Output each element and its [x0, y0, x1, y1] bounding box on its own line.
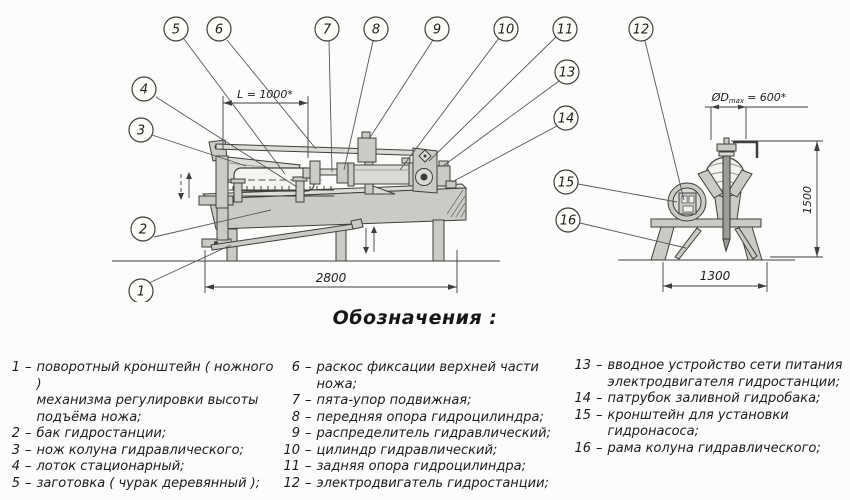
- callout-2: 2: [130, 216, 156, 242]
- knife-end-view: [716, 137, 759, 253]
- svg-text:6: 6: [215, 23, 223, 38]
- technical-drawing: L = 1000* 2800: [112, 16, 823, 302]
- svg-text:12: 12: [633, 23, 650, 38]
- legend-title: Обозначения :: [332, 307, 498, 329]
- tray-clamps: [230, 176, 308, 203]
- svg-text:3: 3: [137, 124, 145, 139]
- legend-item-9: 9–распределитель гидравлический;: [291, 426, 551, 441]
- dim-label-log-diameter: ØDmax= 600*: [711, 91, 787, 105]
- dimension-log-diameter: ØDmax= 600*: [705, 91, 808, 140]
- svg-text:1: 1: [137, 285, 145, 300]
- callout-11: 11: [552, 16, 578, 42]
- legend-item-2: 2–бак гидростанции;: [11, 426, 167, 441]
- filler-neck: [445, 180, 457, 189]
- knife-motion-arrows: [178, 172, 192, 200]
- dim-label-blade-length: L = 1000*: [237, 88, 293, 101]
- callout-14: 14: [553, 105, 579, 131]
- legend-item-13: 13–вводное устройство сети питания элект…: [574, 358, 843, 390]
- pedal-motion-arrows: [363, 226, 377, 254]
- legend-item-5: 5–заготовка ( чурак деревянный );: [11, 475, 261, 491]
- callout-1: 1: [128, 278, 154, 302]
- legend-item-8: 8–передняя опора гидроцилиндра;: [291, 409, 544, 425]
- legend-item-15: 15–кронштейн для установки гидронасоса;: [574, 407, 789, 440]
- callouts: 1 2 3 4 5 6 7 8 9 10 11 12 13 14 15 16: [128, 16, 654, 302]
- bed-corner-hatch: [446, 189, 466, 218]
- dim-label-overall-length: 2800: [316, 271, 347, 285]
- side-view: L = 1000* 2800: [112, 88, 500, 293]
- legend-item-1: 1–поворотный кронштейн ( ножного ) механ…: [11, 360, 274, 425]
- legend-column-1: 1–поворотный кронштейн ( ножного ) механ…: [10, 360, 274, 492]
- legend-item-6: 6–раскос фиксации верхней части ножа;: [291, 360, 539, 392]
- rear-bracket: [412, 147, 438, 194]
- dim-label-base-width: 1300: [700, 269, 731, 283]
- svg-text:9: 9: [433, 23, 441, 38]
- legend-item-12: 12–электродвигатель гидростанции;: [283, 475, 549, 491]
- callout-8: 8: [363, 16, 389, 42]
- stand-frame: [650, 218, 763, 261]
- frame-bracket: [733, 140, 759, 158]
- callout-4: 4: [131, 76, 157, 102]
- legend-item-16: 16–рама колуна гидравлического;: [574, 440, 821, 456]
- callout-5: 5: [163, 16, 189, 42]
- front-support: [336, 162, 349, 184]
- callout-12: 12: [628, 16, 654, 42]
- pump-motor: [667, 182, 707, 222]
- svg-text:16: 16: [560, 214, 577, 229]
- callout-3: 3: [128, 117, 154, 143]
- svg-text:15: 15: [558, 176, 575, 191]
- svg-text:4: 4: [140, 83, 148, 98]
- svg-text:11: 11: [557, 23, 574, 38]
- callout-10: 10: [493, 16, 519, 42]
- dimension-height: 1500: [731, 140, 823, 258]
- svg-text:13: 13: [559, 66, 576, 81]
- svg-text:14: 14: [558, 112, 575, 127]
- top-brace: [215, 143, 436, 157]
- legend-item-4: 4–лоток стационарный;: [11, 459, 185, 474]
- callout-13: 13: [554, 59, 580, 85]
- leader-lines: [148, 36, 687, 284]
- dimension-blade-length: L = 1000*: [222, 88, 309, 158]
- callout-9: 9: [424, 16, 450, 42]
- legend-item-11: 11–задняя опора гидроцилиндра;: [283, 459, 527, 474]
- dimension-overall-length: 2800: [204, 250, 458, 293]
- svg-text:5: 5: [172, 23, 180, 38]
- dim-label-height: 1500: [801, 186, 814, 214]
- legend-column-2: 6–раскос фиксации верхней части ножа; 7–…: [283, 360, 565, 492]
- callout-6: 6: [206, 16, 232, 42]
- legend-item-14: 14–патрубок заливной гидробака;: [574, 391, 821, 406]
- svg-text:8: 8: [372, 23, 380, 38]
- svg-text:7: 7: [323, 23, 332, 38]
- bed-tank: [201, 183, 468, 230]
- callout-16: 16: [555, 207, 581, 233]
- dimension-base-width: 1300: [662, 262, 768, 292]
- callout-15: 15: [553, 169, 579, 195]
- pusher-heel: [309, 160, 321, 185]
- svg-text:2: 2: [139, 223, 147, 238]
- legend-item-3: 3–нож колуна гидравлического;: [11, 442, 244, 458]
- legend-item-10: 10–цилиндр гидравлический;: [283, 442, 498, 458]
- legend-column-3: 13–вводное устройство сети питания элект…: [571, 358, 846, 457]
- distributor-valve: [357, 131, 377, 163]
- end-view: ØDmax= 600* 1500 1300: [618, 91, 823, 292]
- svg-text:10: 10: [498, 23, 515, 38]
- callout-7: 7: [314, 16, 340, 42]
- legend-item-7: 7–пята-упор подвижная;: [291, 393, 472, 408]
